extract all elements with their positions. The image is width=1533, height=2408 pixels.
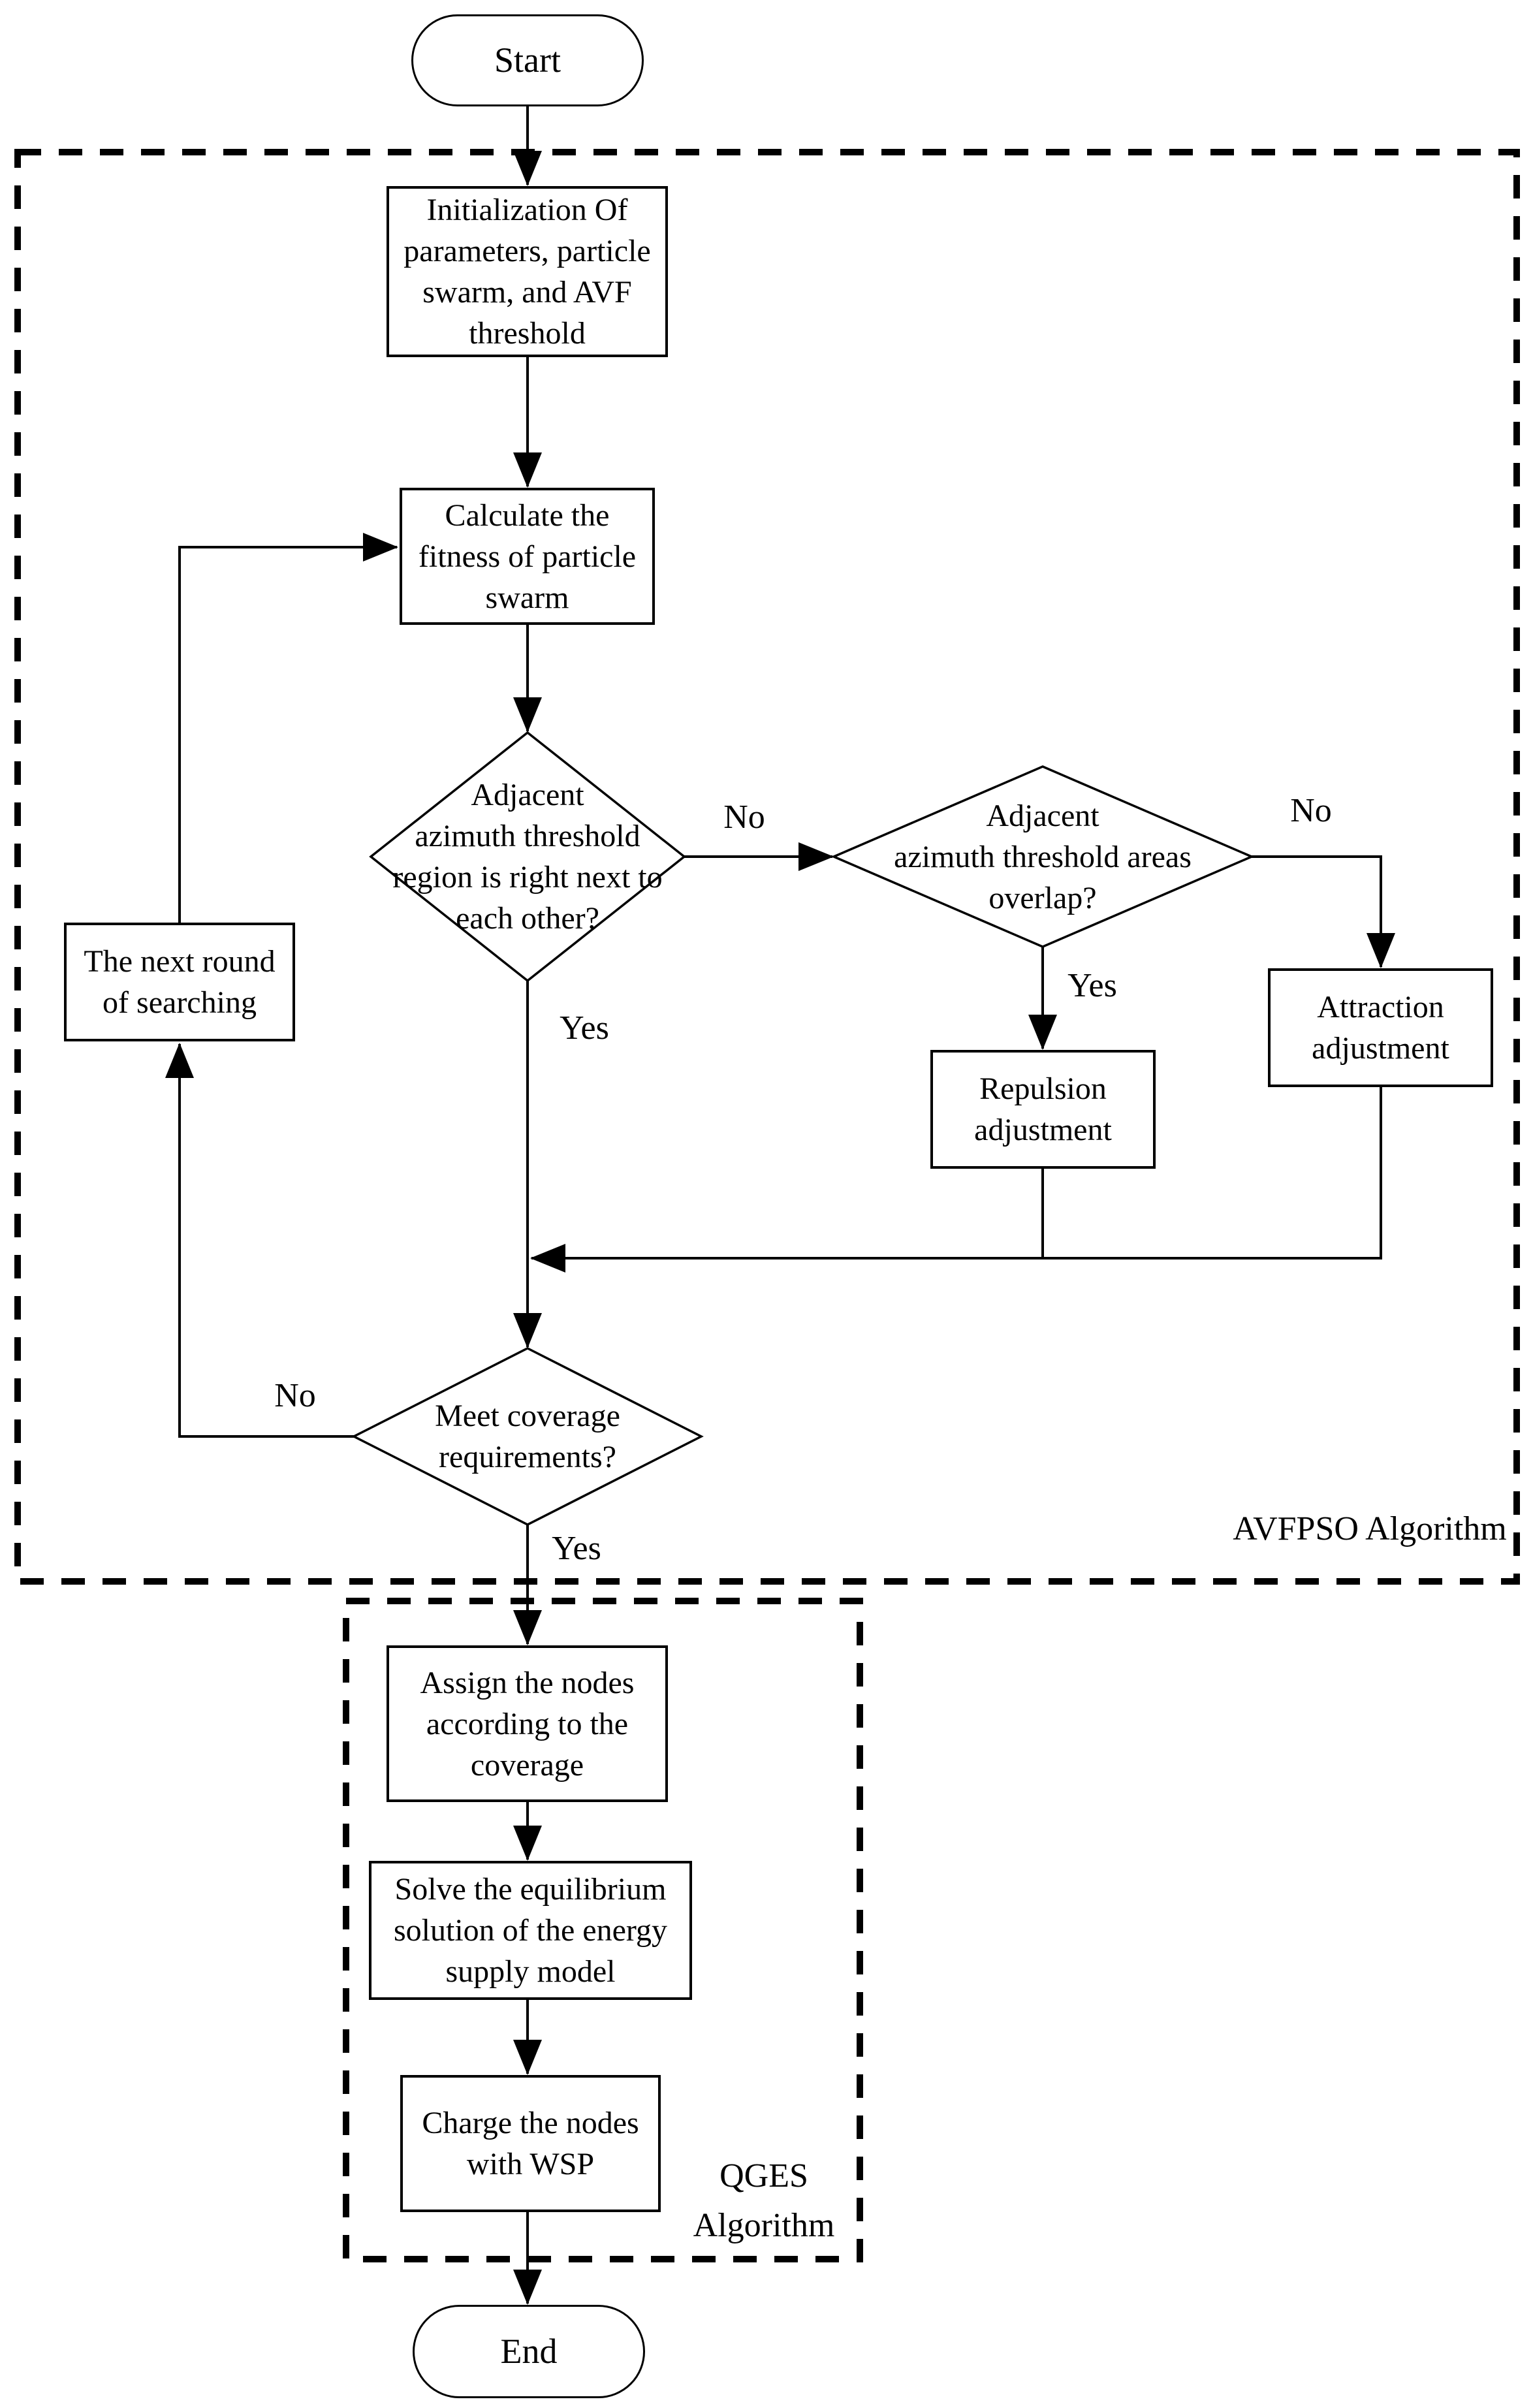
charge-nodes-box: Charge the nodes with WSP (400, 2075, 661, 2212)
next-round-box: The next round of searching (64, 923, 295, 1041)
attraction-adjustment-box: Attraction adjustment (1268, 968, 1493, 1087)
adjacent-region-yes-label: Yes (560, 1009, 609, 1047)
areas-overlap-yes-label: Yes (1067, 967, 1117, 1004)
avfpso-region-border (14, 149, 1520, 1585)
areas-overlap-decision-shape (830, 765, 1255, 948)
adjacent-region-decision-shape (369, 731, 686, 983)
areas-overlap-no-label: No (1290, 792, 1332, 829)
solve-equilibrium-box: Solve the equilibrium solution of the en… (369, 1861, 692, 2000)
edge-coverage-no-to-next-round (165, 1043, 354, 1438)
init-parameters-box: Initialization Of parameters, particle s… (387, 186, 668, 357)
edge-attraction-to-merge (530, 1087, 1382, 1273)
edge-next-round-to-calc (178, 533, 398, 923)
qges-region-border (343, 1598, 863, 2262)
edge-overlap-no-to-attraction (1252, 855, 1395, 968)
coverage-decision-shape (351, 1347, 704, 1526)
repulsion-adjustment-box: Repulsion adjustment (930, 1050, 1156, 1169)
end-node: End (413, 2305, 645, 2398)
start-node: Start (411, 14, 644, 106)
adjacent-region-no-label: No (723, 799, 765, 836)
avfpso-region-label: AVFPSO Algorithm (1233, 1510, 1507, 1547)
assign-nodes-box: Assign the nodes according to the covera… (387, 1645, 668, 1802)
qges-region-label: QGES Algorithm (693, 2157, 835, 2244)
calculate-fitness-box: Calculate the fitness of particle swarm (400, 488, 655, 625)
coverage-yes-label: Yes (552, 1530, 601, 1567)
coverage-no-label: No (274, 1377, 316, 1414)
